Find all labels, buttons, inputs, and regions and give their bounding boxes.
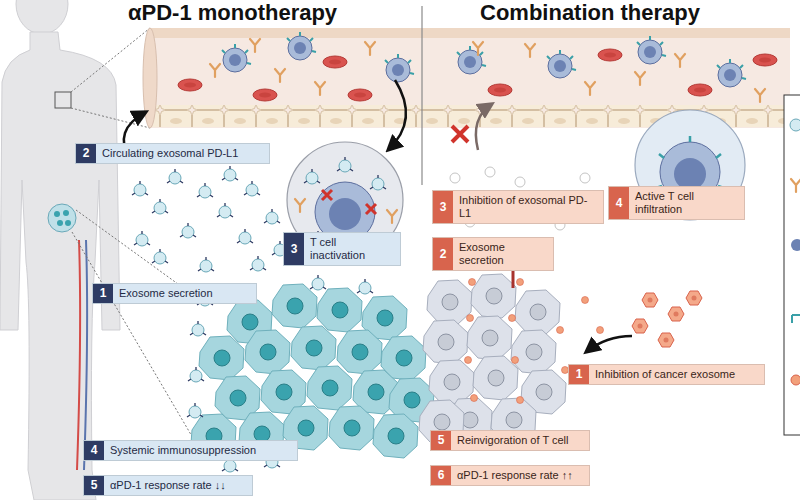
callout-number: 5 bbox=[431, 431, 451, 450]
step-box: 3T cell inactivation bbox=[283, 232, 401, 266]
callout-number: 6 bbox=[431, 466, 451, 485]
callout-number: 3 bbox=[284, 233, 304, 265]
step-box: 6αPD-1 response rate ↑↑ bbox=[430, 465, 590, 486]
callout-number: 2 bbox=[76, 144, 96, 163]
callout-number: 2 bbox=[433, 238, 453, 270]
step-box: 3Inhibition of exosomal PD-L1 bbox=[432, 190, 604, 224]
step-text: Inhibition of cancer exosome bbox=[589, 365, 764, 384]
step-box: 1Exosome secretion bbox=[92, 283, 257, 304]
step-text: Circulating exosomal PD-L1 bbox=[96, 144, 269, 163]
callout-number: 1 bbox=[93, 284, 113, 303]
callout-number: 3 bbox=[433, 191, 453, 223]
step-text: T cell inactivation bbox=[304, 233, 400, 265]
step-box: 1Inhibition of cancer exosome bbox=[568, 364, 765, 385]
step-text: Exosome secretion bbox=[453, 238, 553, 270]
callout-number: 4 bbox=[609, 187, 629, 219]
callout-number: 1 bbox=[569, 365, 589, 384]
step-text: Inhibition of exosomal PD-L1 bbox=[453, 191, 603, 223]
step-box: 4Active T cell infiltration bbox=[608, 186, 745, 220]
step-box: 5Reinvigoration of T cell bbox=[430, 430, 590, 451]
step-text: Reinvigoration of T cell bbox=[451, 431, 589, 450]
callout-number: 5 bbox=[84, 476, 104, 495]
step-box: 5αPD-1 response rate ↓↓ bbox=[83, 475, 253, 496]
step-text: αPD-1 response rate ↓↓ bbox=[104, 476, 252, 495]
step-box: 2Exosome secretion bbox=[432, 237, 554, 271]
step-text: Active T cell infiltration bbox=[629, 187, 744, 219]
step-text: Exosome secretion bbox=[113, 284, 256, 303]
step-box: 4Systemic immunosuppression bbox=[83, 440, 298, 461]
panel-title: αPD-1 monotherapy bbox=[128, 0, 337, 26]
panel-title: Combination therapy bbox=[480, 0, 700, 26]
step-text: Systemic immunosuppression bbox=[104, 441, 297, 460]
step-box: 2Circulating exosomal PD-L1 bbox=[75, 143, 270, 164]
callout-number: 4 bbox=[84, 441, 104, 460]
step-text: αPD-1 response rate ↑↑ bbox=[451, 466, 589, 485]
